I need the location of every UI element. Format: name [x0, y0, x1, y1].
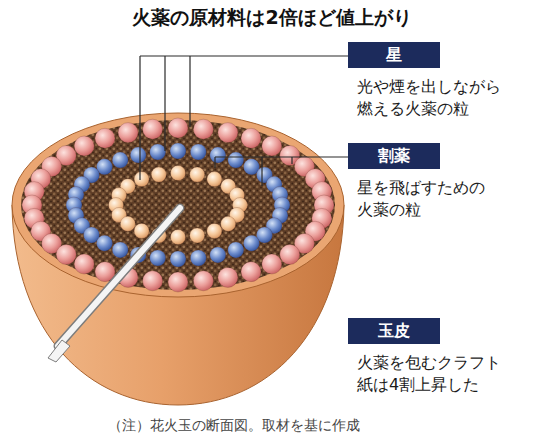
- fuse-end: [48, 340, 70, 362]
- star-pellet: [170, 143, 186, 159]
- description-text: 星を飛ばすための 火薬の粒: [357, 177, 539, 220]
- star-pellet: [228, 152, 244, 168]
- star-pellet: [193, 119, 213, 139]
- star-pellet: [97, 235, 113, 251]
- heading-box: 割薬: [348, 143, 440, 169]
- star-pellet: [262, 254, 282, 274]
- leader-line: [140, 56, 348, 180]
- star-pellet: [228, 242, 244, 258]
- star-pellet: [171, 166, 186, 181]
- star-pellet: [190, 228, 205, 243]
- star-pellet: [210, 247, 226, 263]
- star-pellet: [241, 262, 261, 282]
- star-pellet: [130, 147, 146, 163]
- heading-box: 星: [348, 42, 440, 68]
- leader-lines: [140, 56, 348, 186]
- star-pellet: [221, 216, 236, 231]
- diagram-caption: （注）花火玉の断面図。取材を基に作成: [108, 417, 360, 435]
- heading-box: 玉皮: [348, 318, 440, 344]
- star-pellet: [190, 144, 206, 160]
- fuse-outline: [58, 208, 180, 346]
- star-pellet: [210, 147, 226, 163]
- star-pellet: [74, 136, 94, 156]
- star-pellet: [150, 250, 166, 266]
- star-pellet: [95, 128, 115, 148]
- star-pellet: [134, 172, 149, 187]
- label-group: 玉皮火薬を包むクラフト 紙は4割上昇した: [348, 318, 539, 395]
- star-pellet: [118, 123, 138, 143]
- star-pellet: [207, 172, 222, 187]
- star-pellet: [207, 223, 222, 238]
- fuse-body: [58, 208, 180, 346]
- star-pellet: [112, 152, 128, 168]
- star-pellet: [218, 123, 238, 143]
- label-group: 割薬星を飛ばすための 火薬の粒: [348, 143, 539, 220]
- star-pellet: [190, 167, 205, 182]
- star-pellet: [241, 128, 261, 148]
- star-pellet: [56, 245, 76, 265]
- star-pellet: [190, 250, 206, 266]
- star-pellet: [143, 119, 163, 139]
- star-pellet: [170, 251, 186, 267]
- star-pellet: [112, 242, 128, 258]
- star-pellet: [120, 216, 135, 231]
- star-pellet: [143, 271, 163, 291]
- fuse: [48, 208, 180, 362]
- star-pellet: [150, 144, 166, 160]
- star-pellet: [262, 136, 282, 156]
- description-text: 火薬を包むクラフト 紙は4割上昇した: [357, 352, 539, 395]
- star-pellet: [151, 167, 166, 182]
- description-text: 光や煙を出しながら 燃える火薬の粒: [357, 76, 539, 119]
- star-pellet: [168, 272, 188, 292]
- star-pellet: [193, 271, 213, 291]
- star-pellet: [280, 245, 300, 265]
- diagram-title: 火薬の原材料は2倍ほど値上がり: [0, 5, 544, 31]
- star-pellet: [74, 254, 94, 274]
- leader-line: [215, 157, 348, 186]
- label-group: 星光や煙を出しながら 燃える火薬の粒: [348, 42, 539, 119]
- star-pellet: [244, 235, 260, 251]
- star-pellet: [218, 267, 238, 287]
- star-pellet: [171, 230, 186, 245]
- star-pellet: [134, 223, 149, 238]
- star-pellet: [168, 118, 188, 138]
